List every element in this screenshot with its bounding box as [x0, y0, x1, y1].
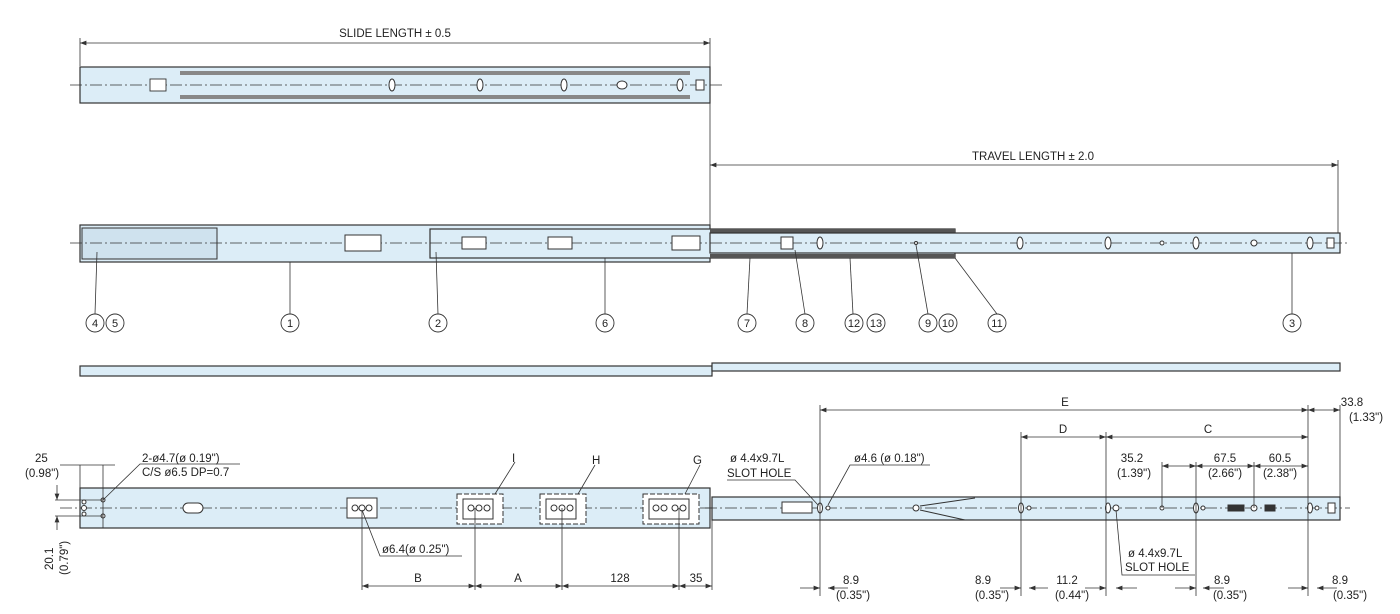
callout-leaders — [94, 244, 1293, 315]
callout-bubbles: 4 5 1 2 6 7 8 12 13 9 10 11 3 — [85, 313, 1302, 333]
dim-8-9-c: 8.9 — [1214, 575, 1230, 587]
callout-7: 7 — [744, 318, 750, 330]
dim-8-9-c-in: (0.35") — [1213, 590, 1247, 602]
label-H: H — [592, 455, 600, 467]
dim-D: D — [1059, 424, 1067, 436]
slot-note-1b: SLOT HOLE — [727, 468, 792, 480]
travel-length-label: TRAVEL LENGTH ± 2.0 — [972, 151, 1094, 163]
dim-25-in: (0.98") — [25, 468, 59, 480]
slot-note-2b: SLOT HOLE — [1125, 562, 1190, 574]
dim-35-2-in: (1.39") — [1117, 468, 1151, 480]
slot-note-2: ø 4.4x9.7L — [1128, 548, 1183, 560]
dim-25: 25 — [35, 453, 48, 465]
hole-64-note: ø6.4(ø 0.25") — [382, 544, 450, 556]
dim-67-5-in: (2.66") — [1208, 468, 1242, 480]
label-I: I — [512, 453, 515, 465]
dim-8-9-b: 8.9 — [975, 575, 991, 587]
callout-5: 5 — [112, 318, 118, 330]
callout-1: 1 — [287, 318, 293, 330]
cabinet-member-detail: 25 (0.98") 20.1 (0.79") 2-ø4.7(ø 0.19") … — [25, 453, 720, 590]
callout-4: 4 — [92, 318, 98, 330]
dim-67-5: 67.5 — [1214, 453, 1236, 465]
closed-slide-view: SLIDE LENGTH ± 0.5 — [70, 28, 725, 240]
hole-46-note: ø4.6 (ø 0.18") — [854, 453, 925, 465]
callout-12: 12 — [848, 318, 860, 330]
dim-33-8-in: (1.33") — [1349, 412, 1383, 424]
span-35: 35 — [690, 573, 703, 585]
dim-35-2: 35.2 — [1121, 453, 1143, 465]
drawer-member-detail: E 33.8 (1.33") D C 35.2 (1.39") 67.5 (2.… — [705, 397, 1383, 602]
dim-11-2: 11.2 — [1056, 575, 1078, 587]
slot-note-1: ø 4.4x9.7L — [730, 453, 785, 465]
span-A: A — [514, 573, 522, 585]
dim-C: C — [1204, 424, 1212, 436]
hole-note-1: 2-ø4.7(ø 0.19") — [142, 453, 220, 465]
dim-8-9-d-in: (0.35") — [1333, 590, 1367, 602]
dim-8-9-b-in: (0.35") — [975, 590, 1009, 602]
dim-8-9-d: 8.9 — [1332, 575, 1348, 587]
dim-8-9-a: 8.9 — [843, 575, 859, 587]
dim-20-1-in: (0.79") — [59, 541, 71, 575]
callout-8: 8 — [802, 318, 808, 330]
callout-9: 9 — [925, 318, 931, 330]
dim-E: E — [1061, 397, 1069, 409]
callout-3: 3 — [1289, 318, 1295, 330]
dim-60-5: 60.5 — [1269, 453, 1291, 465]
dim-60-5-in: (2.38") — [1263, 468, 1297, 480]
label-G: G — [693, 455, 702, 467]
dim-20-1: 20.1 — [44, 548, 56, 570]
callout-10: 10 — [942, 318, 954, 330]
slide-length-label: SLIDE LENGTH ± 0.5 — [339, 28, 451, 40]
side-profile — [79, 362, 1341, 377]
span-128: 128 — [610, 573, 629, 585]
callout-13: 13 — [870, 318, 882, 330]
dim-33-8: 33.8 — [1341, 397, 1363, 409]
callout-2: 2 — [435, 318, 441, 330]
callout-6: 6 — [602, 318, 608, 330]
dim-11-2-in: (0.44") — [1055, 590, 1089, 602]
callout-11: 11 — [991, 318, 1002, 330]
span-B: B — [414, 573, 422, 585]
dim-8-9-a-in: (0.35") — [836, 590, 870, 602]
extended-slide-view — [70, 224, 1350, 263]
hole-note-2: C/S ø6.5 DP=0.7 — [142, 467, 229, 479]
